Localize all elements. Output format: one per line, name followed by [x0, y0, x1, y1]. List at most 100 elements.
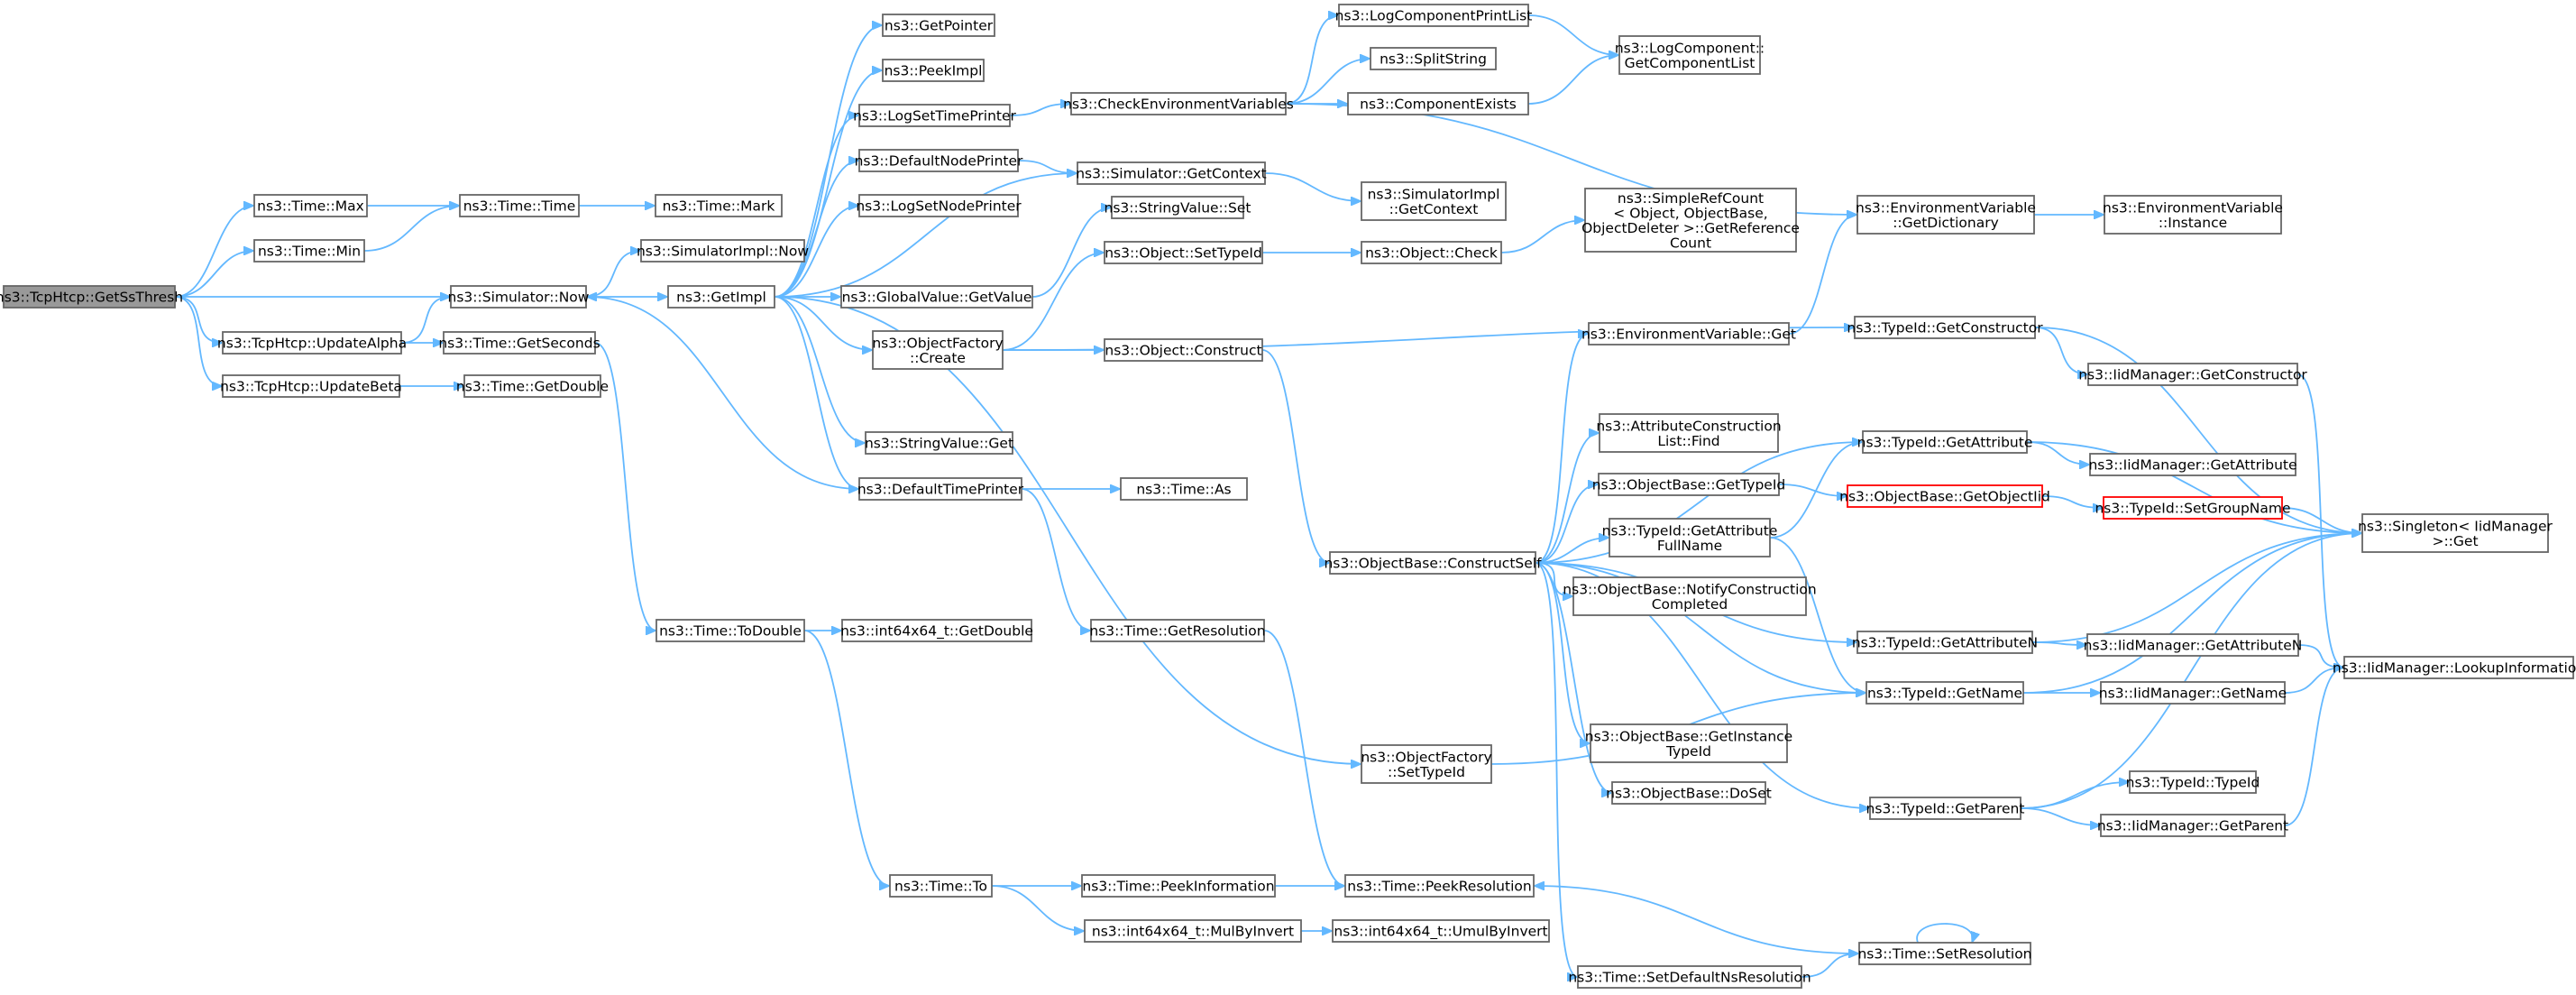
node-box [1120, 477, 1248, 501]
node-envvarget[interactable]: ns3::EnvironmentVariable::Get [1581, 322, 1796, 345]
node-getpointer[interactable]: ns3::GetPointer [882, 14, 995, 37]
node-mulbyinvert[interactable]: ns3::int64x64_t::MulByInvert [1084, 919, 1302, 943]
node-logcompprintlist[interactable]: ns3::LogComponentPrintList [1335, 4, 1533, 27]
node-objbasegettypeid[interactable]: ns3::ObjectBase::GetTypeId [1592, 473, 1786, 496]
node-box [840, 285, 1033, 309]
node-typeidsetgroupname[interactable]: ns3::TypeId::SetGroupName [2095, 496, 2291, 520]
node-envvargetdict[interactable]: ns3::EnvironmentVariable::GetDictionary [1856, 195, 2036, 235]
node-iidgetparent[interactable]: ns3::IidManager::GetParent [2097, 814, 2288, 837]
node-typeidgetattributen[interactable]: ns3::TypeId::GetAttributeN [1852, 631, 2038, 654]
node-objbasegetobjectiid[interactable]: ns3::ObjectBase::GetObjectIid [1839, 484, 2050, 508]
node-label: ns3::Time::GetResolution [1089, 623, 1265, 640]
node-splitstring[interactable]: ns3::SplitString [1370, 47, 1497, 70]
node-timemark[interactable]: ns3::Time::Mark [655, 194, 783, 217]
node-simimplgetcontext[interactable]: ns3::SimulatorImpl::GetContext [1361, 181, 1507, 221]
node-iidlookupinfo[interactable]: ns3::IidManager::LookupInformation [2333, 656, 2576, 679]
node-label: ::SetTypeId [1388, 764, 1465, 780]
node-typeidgetname[interactable]: ns3::TypeId::GetName [1866, 681, 2024, 705]
node-componentexists[interactable]: ns3::ComponentExists [1347, 92, 1529, 115]
node-objcheck[interactable]: ns3::Object::Check [1361, 241, 1502, 264]
node-logsetnodeprinter[interactable]: ns3::LogSetNodePrinter [856, 194, 1022, 217]
node-box [1869, 797, 2021, 820]
node-label: ns3::GetImpl [676, 290, 766, 306]
node-peekimpl[interactable]: ns3::PeekImpl [882, 59, 985, 82]
node-timesetres[interactable]: ns3::Time::SetResolution [1857, 942, 2032, 965]
node-box [882, 14, 995, 37]
node-timetodouble[interactable]: ns3::Time::ToDouble [655, 619, 805, 642]
edge-getimpl-to-stringvalueget [774, 296, 866, 443]
node-label: ns3::EnvironmentVariable [2103, 199, 2283, 216]
node-logcompgetlist[interactable]: ns3::LogComponent::GetComponentList [1615, 35, 1765, 75]
node-iidgetattribute[interactable]: ns3::IidManager::GetAttribute [2088, 453, 2297, 476]
node-getssthresh[interactable]: ns3::TcpHtcp::GetSsThresh [0, 285, 183, 309]
edge-objfactcreate-to-objsettypeid [1002, 253, 1105, 351]
node-getimpl[interactable]: ns3::GetImpl [667, 285, 775, 309]
node-timeas[interactable]: ns3::Time::As [1120, 477, 1248, 501]
node-int64getdouble[interactable]: ns3::int64x64_t::GetDouble [840, 619, 1033, 642]
node-label: < Object, ObjectBase, [1613, 205, 1767, 221]
node-label: ns3::IidManager::GetAttribute [2088, 457, 2296, 474]
node-label: ns3::SimpleRefCount [1618, 190, 1764, 207]
node-label: ns3::LogComponent:: [1615, 40, 1765, 56]
node-logsettimeprinter[interactable]: ns3::LogSetTimePrinter [853, 104, 1017, 127]
node-checkenv[interactable]: ns3::CheckEnvironmentVariables [1063, 92, 1294, 115]
node-objfactsettypeid[interactable]: ns3::ObjectFactory::SetTypeId [1361, 744, 1492, 784]
node-box [1856, 195, 2035, 235]
node-objfactcreate[interactable]: ns3::ObjectFactory::Create [872, 330, 1004, 370]
node-objbaseconstructself[interactable]: ns3::ObjectBase::ConstructSelf [1324, 551, 1542, 575]
node-simplerefcount[interactable]: ns3::SimpleRefCount< Object, ObjectBase,… [1581, 188, 1800, 253]
node-typeidgetconstructor[interactable]: ns3::TypeId::GetConstructor [1847, 316, 2043, 339]
node-stringvalueset[interactable]: ns3::StringValue::Set [1105, 196, 1251, 219]
node-simnow[interactable]: ns3::Simulator::Now [448, 285, 590, 309]
edge-getimpl-to-defaultnodeprinter [774, 161, 860, 298]
node-simgetcontext[interactable]: ns3::Simulator::GetContext [1076, 161, 1267, 185]
edge-getimpl-to-simgetcontext [774, 173, 1077, 298]
node-typeidtypeid[interactable]: ns3::TypeId::TypeId [2126, 770, 2260, 794]
node-label: ns3::LogComponentPrintList [1335, 8, 1533, 24]
node-typeidgetattribute[interactable]: ns3::TypeId::GetAttribute [1857, 430, 2033, 454]
node-timemin[interactable]: ns3::Time::Min [253, 239, 365, 263]
node-box [1611, 781, 1766, 805]
node-objsettypeid[interactable]: ns3::Object::SetTypeId [1104, 241, 1263, 264]
node-label: ns3::int64x64_t::UmulByInvert [1334, 924, 1547, 941]
node-defaultnodeprinter[interactable]: ns3::DefaultNodePrinter [855, 149, 1023, 172]
node-globalvalueget[interactable]: ns3::GlobalValue::GetValue [840, 285, 1033, 309]
node-peekres[interactable]: ns3::Time::PeekResolution [1344, 874, 1535, 898]
node-stringvalueget[interactable]: ns3::StringValue::Get [865, 431, 1013, 455]
node-simimplnow[interactable]: ns3::SimulatorImpl::Now [637, 239, 809, 263]
node-notifyconstrcompleted[interactable]: ns3::ObjectBase::NotifyConstructionCompl… [1563, 576, 1817, 616]
node-getdouble[interactable]: ns3::Time::GetDouble [456, 374, 609, 398]
node-timegetres[interactable]: ns3::Time::GetResolution [1089, 619, 1266, 642]
node-objbasedoset[interactable]: ns3::ObjectBase::DoSet [1606, 781, 1772, 805]
node-timeto[interactable]: ns3::Time::To [889, 874, 993, 898]
node-box [1111, 196, 1244, 219]
edge-typeidgetname-to-singletonget [2022, 533, 2362, 694]
node-iidgetattributen[interactable]: ns3::IidManager::GetAttributeN [2084, 633, 2303, 657]
node-updalpha[interactable]: ns3::TcpHtcp::UpdateAlpha [217, 331, 407, 355]
node-iidgetconstructor[interactable]: ns3::IidManager::GetConstructor [2078, 363, 2307, 386]
node-singletonget[interactable]: ns3::Singleton< IidManager >::Get [2358, 513, 2553, 553]
node-label: ns3::Simulator::GetContext [1076, 166, 1267, 182]
node-box [1858, 942, 2031, 965]
node-setdefaultnsres[interactable]: ns3::Time::SetDefaultNsResolution [1568, 965, 1811, 989]
node-box [1618, 35, 1761, 75]
node-label: ns3::Object::Check [1365, 245, 1498, 262]
node-box [253, 239, 365, 263]
node-envvarinstance[interactable]: ns3::EnvironmentVariable::Instance [2103, 195, 2283, 235]
node-typeidgetparent[interactable]: ns3::TypeId::GetParent [1866, 797, 2025, 820]
node-iidgetname[interactable]: ns3::IidManager::GetName [2099, 681, 2287, 705]
node-updbeta[interactable]: ns3::TcpHtcp::UpdateBeta [220, 374, 402, 398]
node-objconstruct[interactable]: ns3::Object::Construct [1104, 338, 1263, 362]
node-umulbyinvert[interactable]: ns3::int64x64_t::UmulByInvert [1332, 919, 1550, 943]
node-defaulttimeprinter[interactable]: ns3::DefaultTimePrinter [857, 477, 1024, 501]
node-peekinfo[interactable]: ns3::Time::PeekInformation [1081, 874, 1276, 898]
node-timetime[interactable]: ns3::Time::Time [459, 194, 580, 217]
node-label: ::Create [910, 350, 966, 366]
node-getseconds[interactable]: ns3::Time::GetSeconds [438, 331, 600, 355]
edge-timeto-to-mulbyinvert [991, 885, 1085, 931]
edge-typeidgetconstructor-to-singletonget [2034, 327, 2362, 533]
node-timemax[interactable]: ns3::Time::Max [253, 194, 368, 217]
